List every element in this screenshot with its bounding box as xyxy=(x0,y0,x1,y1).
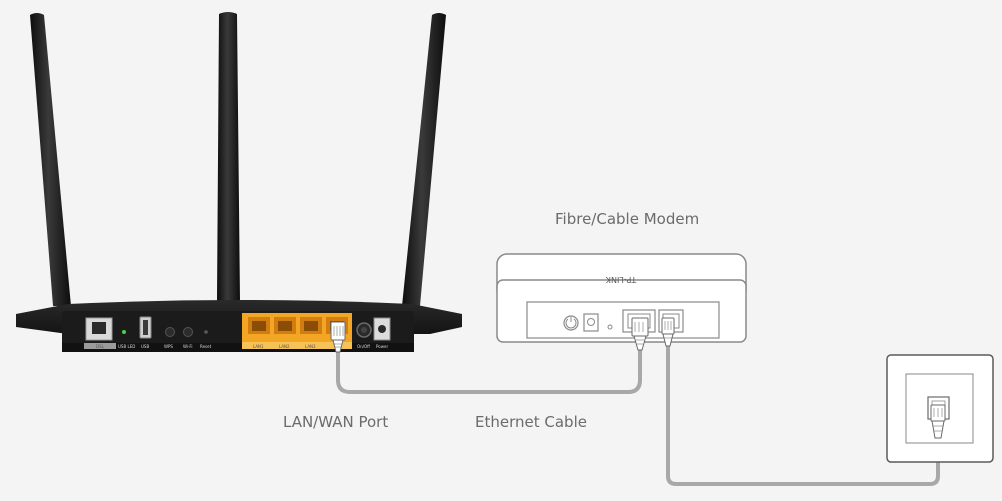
wifi-button xyxy=(183,327,193,337)
port-label-wifi: Wi-Fi xyxy=(183,344,193,349)
lan-wan-port-caption: LAN/WAN Port xyxy=(283,413,389,431)
modem-ethernet-plug xyxy=(631,317,649,351)
usb-led-icon xyxy=(122,330,126,334)
port-label-dsl: DSL xyxy=(96,344,105,349)
modem-phone-plug xyxy=(661,317,675,347)
port-label-lan2: LAN2 xyxy=(279,344,290,349)
antenna-right xyxy=(402,13,446,306)
port-label-lan3: LAN3 xyxy=(305,344,316,349)
router-port-labels: DSL USB LED USB WPS Wi-Fi Reset LAN1 LAN… xyxy=(96,344,388,349)
port-label-power: Power xyxy=(376,344,388,349)
router: DSL USB LED USB WPS Wi-Fi Reset LAN1 LAN… xyxy=(16,300,462,352)
phone-line-cable xyxy=(666,342,940,486)
modem-brand: TP-LINK xyxy=(605,275,637,284)
port-label-reset: Reset xyxy=(200,344,212,349)
modem: TP-LINK xyxy=(496,253,747,343)
port-label-on-off: On/Off xyxy=(357,344,370,349)
port-label-lan1: LAN1 xyxy=(253,344,264,349)
port-label-usb: USB xyxy=(141,344,149,349)
router-ethernet-plug xyxy=(330,321,346,353)
reset-hole xyxy=(204,330,208,334)
port-label-usb-led: USB LED xyxy=(118,344,135,349)
antenna-center xyxy=(217,12,240,302)
antenna-left xyxy=(30,13,71,306)
ethernet-cable-caption: Ethernet Cable xyxy=(475,413,587,431)
port-label-wps: WPS xyxy=(164,344,173,349)
wps-button xyxy=(165,327,175,337)
modem-led xyxy=(607,324,613,330)
modem-caption: Fibre/Cable Modem xyxy=(555,210,700,228)
router-antennas xyxy=(30,12,446,306)
wall-phone-plug xyxy=(930,404,946,439)
ethernet-cable xyxy=(336,342,642,394)
